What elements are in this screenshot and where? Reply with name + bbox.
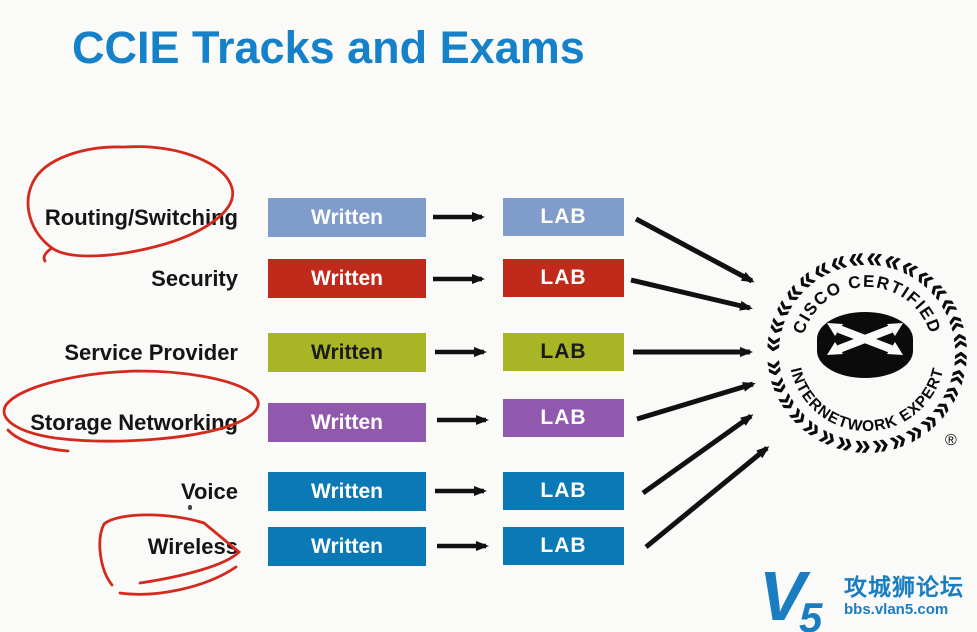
v5-logo-v: V — [759, 557, 811, 632]
lab-exam-box: LAB — [503, 527, 624, 565]
lab-exam-box: LAB — [503, 399, 624, 437]
slide-title: CCIE Tracks and Exams — [72, 22, 585, 73]
track-label: Security — [151, 266, 238, 291]
v5-logo-5: 5 — [799, 594, 823, 632]
lab-exam-box: LAB — [503, 333, 624, 371]
track-row-routing-switching: Routing/Switching Written LAB — [0, 198, 977, 237]
registered-mark: ® — [945, 432, 957, 449]
track-row-voice: Voice Written LAB — [0, 472, 977, 511]
written-exam-box: Written — [268, 333, 426, 372]
stray-dot — [188, 505, 192, 510]
track-label: Service Provider — [64, 340, 238, 365]
track-row-service-provider: Service Provider Written LAB — [0, 333, 977, 372]
track-row-security: Security Written LAB — [0, 259, 977, 298]
lab-exam-box: LAB — [503, 198, 624, 236]
watermark-site-url: bbs.vlan5.com — [844, 601, 949, 618]
v5-logo: V 5 — [759, 557, 824, 632]
lab-exam-box: LAB — [503, 472, 624, 510]
track-label: Voice — [180, 479, 238, 504]
track-label: Wireless — [147, 534, 238, 559]
lab-exam-box: LAB — [503, 259, 624, 297]
written-exam-box: Written — [268, 198, 426, 237]
watermark-site-name: 攻城狮论坛 — [844, 574, 964, 600]
written-exam-box: Written — [268, 259, 426, 298]
track-label: Storage Networking — [30, 410, 238, 435]
written-exam-box: Written — [268, 472, 426, 511]
ccie-seal-logo: «««««««««««««««««««««««««««««««««« CISCO… — [757, 243, 977, 465]
router-icon — [817, 312, 913, 378]
written-exam-box: Written — [268, 527, 426, 566]
track-label: Routing/Switching — [44, 205, 238, 230]
written-exam-box: Written — [268, 403, 426, 442]
